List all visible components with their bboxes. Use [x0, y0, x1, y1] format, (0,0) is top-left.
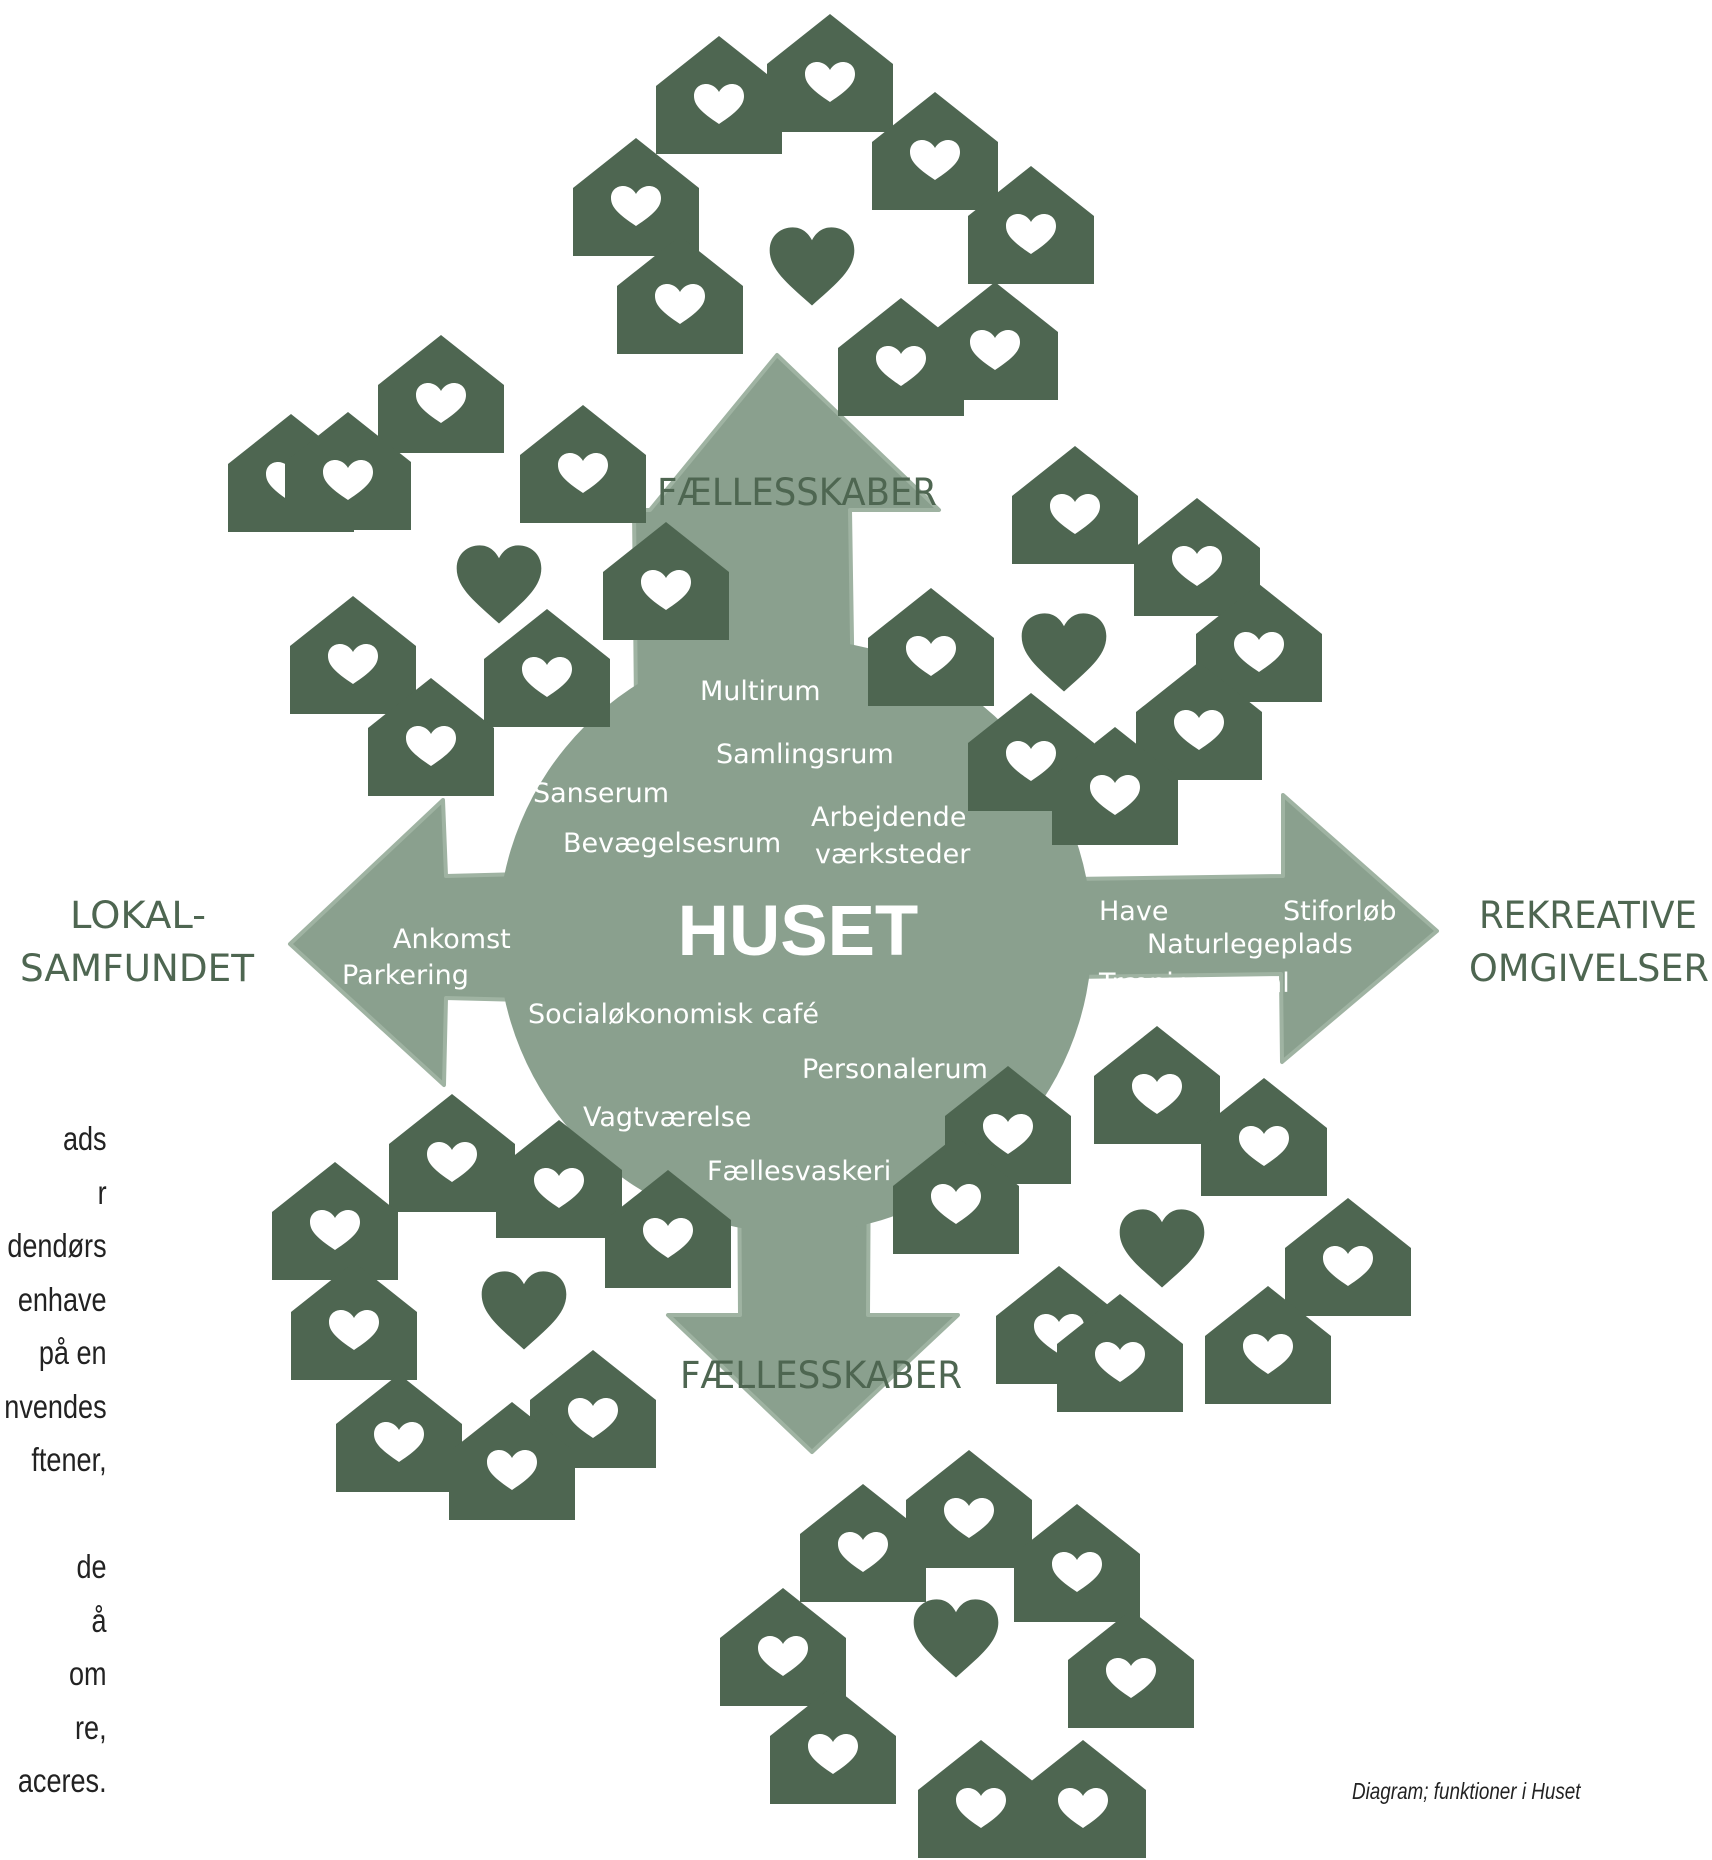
label-sanserum: Sanserum	[533, 778, 669, 809]
label-ankomst: Ankomst	[393, 924, 511, 955]
heart-icon	[481, 1271, 567, 1350]
label-multirum: Multirum	[700, 676, 821, 707]
label-samlingsrum: Samlingsrum	[716, 739, 894, 770]
house-heart-icon	[484, 609, 610, 727]
label-arbejdende-line1: Arbejdende	[811, 802, 966, 833]
diagram-caption: Diagram; funktioner i Huset	[1352, 1778, 1581, 1804]
side-body-text: ads r dendørs enhave på en nvendes ftene…	[0, 1112, 107, 1808]
arrow-label-right-line1: REKREATIVE	[1479, 894, 1697, 937]
heart-icon	[456, 545, 542, 624]
house-heart-icon	[1014, 1504, 1140, 1622]
house-heart-icon	[918, 1740, 1044, 1858]
house-heart-icon	[336, 1374, 462, 1492]
house-heart-icon	[290, 596, 416, 714]
label-personalerum: Personalerum	[802, 1054, 988, 1085]
label-have: Have	[1099, 896, 1168, 927]
side-text-line: på en	[38, 1334, 107, 1371]
house-heart-icon	[1068, 1610, 1194, 1728]
center-title: HUSET	[678, 892, 919, 971]
house-heart-icon	[656, 36, 782, 154]
house-heart-icon	[272, 1162, 398, 1280]
side-text-line	[0, 1487, 107, 1541]
label-bevaegelsesrum: Bevægelsesrum	[563, 828, 781, 859]
house-heart-icon	[1094, 1026, 1220, 1144]
label-naturlegeplads: Naturlegeplads	[1147, 929, 1353, 960]
arrow-label-bottom: FÆLLESSKABER	[680, 1354, 962, 1397]
label-stiforloeb: Stiforløb	[1283, 896, 1397, 927]
side-text-line: ads	[62, 1120, 107, 1157]
house-heart-icon	[378, 335, 504, 453]
side-text-line: de	[76, 1548, 107, 1585]
arrow-label-left-line1: LOKAL-	[70, 894, 206, 937]
center-circle	[498, 639, 1092, 1233]
arrow-label-right-line2: OMGIVELSER	[1469, 947, 1709, 990]
label-cafe: Socialøkonomisk café	[528, 999, 819, 1030]
side-text-line: r	[97, 1173, 107, 1211]
heart-icon	[913, 1599, 999, 1678]
label-traeningsareal: Træningsareal	[1098, 968, 1290, 999]
house-heart-icon	[720, 1588, 846, 1706]
label-arbejdende-line2: værksteder	[815, 839, 971, 870]
heart-icon	[769, 227, 855, 306]
side-text-line: nvendes	[4, 1387, 107, 1425]
arrow-label-top: FÆLLESSKABER	[657, 471, 937, 514]
arrow-label-left-line2: SAMFUNDET	[20, 947, 254, 990]
heart-icon	[1021, 613, 1107, 692]
side-text-line: om	[69, 1655, 107, 1692]
side-text-line: re,	[75, 1708, 107, 1746]
house-heart-icon	[906, 1450, 1032, 1568]
house-heart-icon	[520, 405, 646, 523]
side-text-line: dendørs	[7, 1227, 107, 1264]
label-parkering: Parkering	[342, 960, 469, 991]
house-heart-icon	[868, 588, 994, 706]
label-vagtvaerelse: Vagtværelse	[583, 1102, 751, 1133]
side-text-line: å	[91, 1601, 107, 1639]
house-heart-icon	[767, 14, 893, 132]
arrows-group	[288, 353, 1439, 1454]
heart-icon	[1119, 1209, 1205, 1288]
label-faellesvaskeri: Fællesvaskeri	[707, 1156, 891, 1187]
house-heart-icon	[932, 282, 1058, 400]
side-text-line: aceres.	[17, 1762, 107, 1799]
side-text-line: enhave	[17, 1280, 107, 1318]
house-heart-icon	[1285, 1198, 1411, 1316]
side-text-line: ftener,	[31, 1441, 107, 1478]
house-heart-icon	[1012, 446, 1138, 564]
